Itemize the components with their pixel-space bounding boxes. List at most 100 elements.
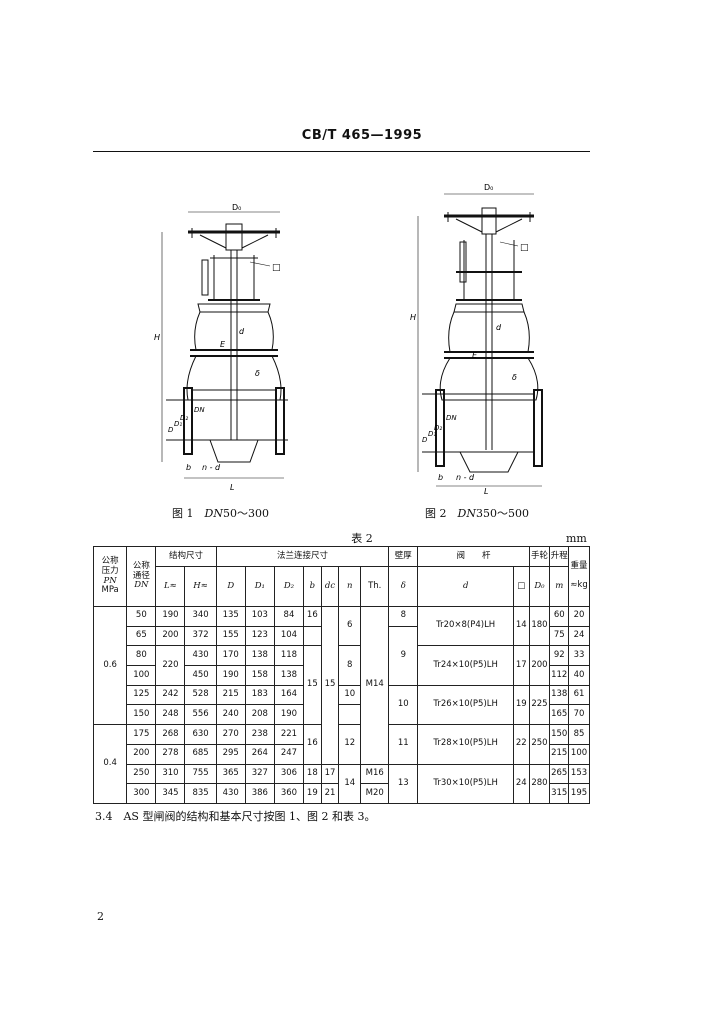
cell-dc: 17 — [320, 763, 340, 785]
table-row: 150 248 556 240 208 190 165 70 — [94, 704, 590, 726]
cell-D2: 360 — [273, 783, 305, 804]
cell-D: 295 — [215, 743, 246, 765]
cell-D: 190 — [215, 665, 246, 686]
header-lift: 升程 — [549, 546, 570, 567]
cell-L: 242 — [155, 684, 186, 706]
cell-D0: 180 — [528, 605, 551, 647]
cell-D1: 138 — [244, 645, 275, 667]
cell-D: 215 — [215, 684, 246, 706]
cell-L: 190 — [155, 606, 186, 627]
cell-D2: 221 — [273, 724, 305, 745]
cell-m: 138 — [549, 684, 570, 706]
cell-D: 365 — [215, 763, 246, 785]
cell-H: 630 — [184, 724, 217, 745]
table-row: 0.4 175 268 630 270 238 221 16 12 11 Tr2… — [92, 724, 590, 804]
cell-m: 150 — [549, 724, 570, 745]
cell-D0: 280 — [528, 763, 551, 804]
cell-n — [338, 704, 362, 726]
cell-b: 18 — [303, 763, 322, 785]
header-D1: D₁ — [244, 566, 275, 607]
cell-D2: 164 — [273, 684, 305, 706]
table-unit: mm — [566, 532, 587, 545]
cell-delta: 11 — [388, 724, 419, 765]
section-3-4-paragraph: 3.4 AS 型闸阀的结构和基本尺寸按图 1、图 2 和表 3。 — [95, 810, 376, 823]
cell-D2: 118 — [273, 645, 305, 667]
cell-stem: Tr28×10(P5)LH — [417, 724, 514, 765]
page-number: 2 — [97, 910, 104, 923]
fig2-label-L: L — [484, 487, 488, 495]
cell-stem: Tr20×8(P4)LH — [417, 605, 514, 647]
cell-dn: 200 — [126, 743, 157, 765]
cell-D: 240 — [215, 704, 246, 726]
cell-D1: 264 — [244, 743, 275, 765]
cell-dn: 50 — [126, 606, 157, 627]
fig1-label-D0: D₀ — [232, 203, 241, 212]
cell-dn: 125 — [126, 684, 157, 706]
cell-L: 345 — [155, 783, 186, 804]
cell-D1: 386 — [244, 783, 275, 804]
table-row: 300 345 835 430 386 360 19 21 M20 315 19… — [94, 783, 590, 804]
cell-H: 685 — [184, 743, 217, 765]
fig2-label-d: d — [496, 323, 502, 332]
cell-stem: Tr24×10(P5)LH — [417, 645, 514, 686]
cell-kg: 70 — [568, 704, 590, 726]
fig1-label-n-dc: n - d — [202, 463, 221, 472]
cell-D: 135 — [215, 606, 246, 627]
cell-kg: 85 — [568, 724, 590, 745]
cell-D1: 183 — [244, 684, 275, 706]
header-wall: 壁厚 — [388, 546, 419, 567]
cell-dn: 150 — [126, 704, 157, 726]
header-wheel: 手轮 — [528, 546, 551, 567]
cell-dn: 175 — [126, 724, 157, 745]
fig2-label-n-dc: n - d — [456, 473, 475, 482]
table-row: 80 220 430 170 138 118 15 8 Tr24×10(P5)L… — [94, 645, 590, 726]
cell-kg: 100 — [568, 743, 590, 765]
cell-L: 200 — [155, 625, 186, 647]
figure-2-caption: 图 2 DN350～500 — [425, 507, 529, 520]
cell-b: 16 — [303, 606, 322, 627]
header-m: m — [549, 566, 570, 607]
cell-delta: 8 — [388, 606, 419, 627]
figure-1-caption: 图 1 DN50～300 — [172, 507, 269, 520]
cell-H: 430 — [184, 645, 217, 667]
cell-L: 248 — [155, 704, 186, 726]
header-b: b — [303, 566, 322, 607]
cell-square: 17 — [513, 645, 530, 686]
cell-n: 8 — [338, 645, 362, 686]
cell-H: 528 — [184, 684, 217, 706]
cell-L: 278 — [155, 743, 186, 765]
cell-dn: 65 — [126, 625, 157, 647]
cell-n: 6 — [338, 605, 362, 647]
cell-square: 24 — [513, 763, 530, 804]
cell-D2: 306 — [273, 763, 305, 785]
header-stem: 阀 杆 — [417, 546, 530, 567]
cell-th: M20 — [360, 783, 390, 804]
fig2-label-E: E — [472, 351, 478, 360]
cell-delta: 9 — [388, 625, 419, 686]
cell-D0: 200 — [528, 645, 551, 686]
cell-dn: 300 — [126, 783, 157, 804]
cell-kg: 61 — [568, 684, 590, 706]
cell-H: 755 — [184, 763, 217, 785]
header-D0: D₀ — [528, 566, 551, 607]
cell-D1: 103 — [244, 606, 275, 627]
cell-m: 215 — [549, 743, 570, 765]
table-row: 125 242 528 215 183 164 10 10 Tr26×10(P5… — [94, 684, 590, 726]
cell-m: 92 — [549, 645, 570, 667]
cell-stem: Tr30×10(P5)LH — [417, 763, 514, 804]
cell-dc: 21 — [320, 783, 340, 804]
fig1-label-D1: D₁ — [174, 420, 182, 428]
header-dc: dc — [320, 566, 340, 607]
fig1-label-b: b — [186, 463, 191, 472]
cell-L: 310 — [155, 763, 186, 785]
cell-D0: 225 — [528, 684, 551, 726]
cell-D: 430 — [215, 783, 246, 804]
cell-D1: 327 — [244, 763, 275, 785]
header-flange: 法兰连接尺寸 — [215, 546, 390, 567]
cell-m: 75 — [549, 625, 570, 647]
cell-m: 315 — [549, 783, 570, 804]
cell-stem: Tr26×10(P5)LH — [417, 684, 514, 726]
